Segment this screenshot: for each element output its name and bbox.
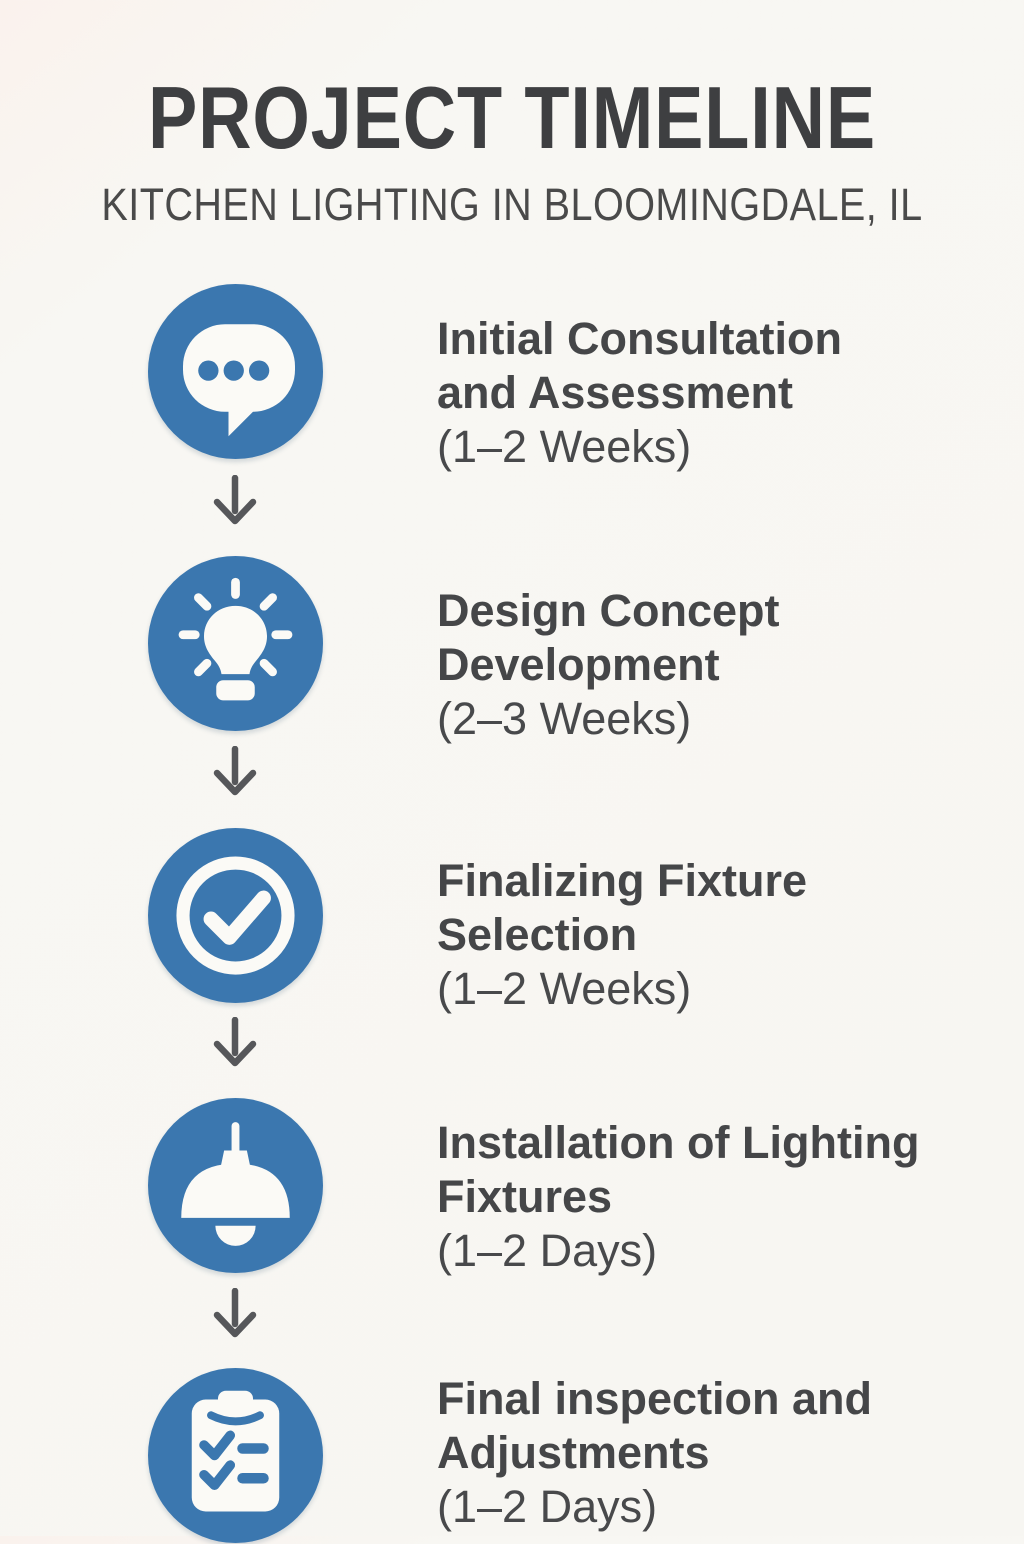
down-arrow-icon: [213, 475, 257, 525]
clipboard-checklist-icon: [148, 1368, 323, 1543]
lightbulb-icon: [148, 556, 323, 731]
step-duration: (1–2 Weeks): [437, 421, 692, 472]
down-arrow-icon: [213, 746, 257, 796]
step-duration: (1–2 Days): [437, 1481, 658, 1532]
page-title: PROJECT TIMELINE: [147, 68, 877, 167]
pendant-lamp-icon: [148, 1098, 323, 1273]
down-arrow-icon: [213, 1017, 257, 1067]
check-circle-icon: [148, 828, 323, 1003]
step-duration: (2–3 Weeks): [437, 693, 692, 744]
page-subtitle: KITCHEN LIGHTING IN BLOOMINGDALE, IL: [101, 179, 923, 230]
header: PROJECT TIMELINE KITCHEN LIGHTING IN BLO…: [0, 0, 1024, 230]
chat-bubble-icon: [148, 284, 323, 459]
down-arrow-icon: [213, 1288, 257, 1338]
step-duration: (1–2 Weeks): [437, 963, 692, 1014]
step-duration: (1–2 Days): [437, 1225, 658, 1276]
